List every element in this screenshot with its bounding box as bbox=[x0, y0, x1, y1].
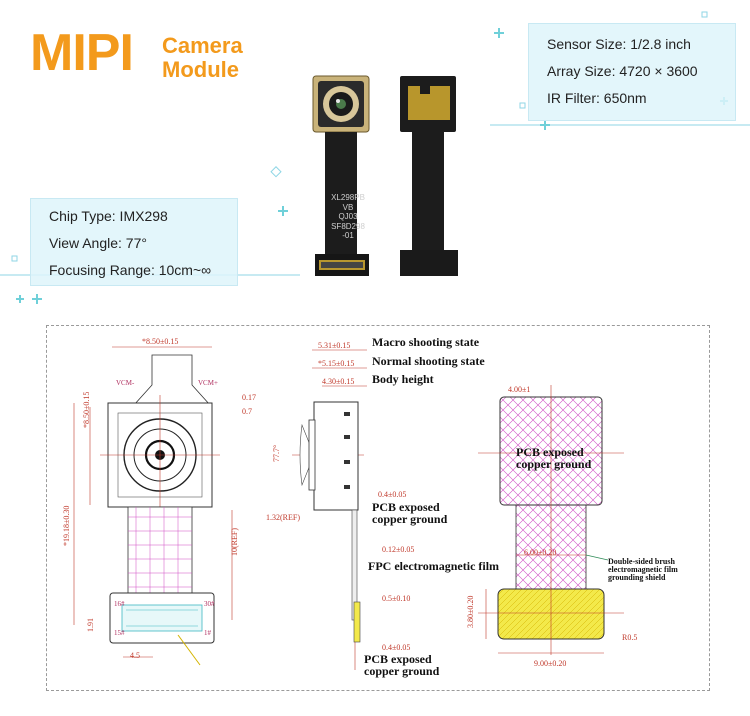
label-shield-2: electromagnetic film bbox=[608, 565, 678, 574]
print-line-5: -01 bbox=[342, 231, 354, 240]
vcm-plus-label: VCM+ bbox=[198, 379, 218, 387]
dim-back-corner: R0.5 bbox=[622, 633, 638, 642]
label-normal-state: Normal shooting state bbox=[372, 354, 485, 368]
spec-view-angle: View Angle: 77° bbox=[49, 235, 147, 251]
dim-side-d7: 0.4±0.05 bbox=[382, 643, 411, 652]
dim-front-r1: 0.17 bbox=[242, 393, 256, 402]
dim-back-left: 3.80±0.20 bbox=[466, 595, 475, 628]
dim-side-ref: 1.32(REF) bbox=[266, 513, 300, 522]
dim-back-top: 4.00±1 bbox=[508, 385, 531, 394]
dim-side-d4: 0.4±0.05 bbox=[378, 490, 407, 499]
pin-16-label: 16# bbox=[114, 600, 125, 608]
title-camera-module: Camera Module bbox=[162, 34, 243, 82]
spec-focusing-range: Focusing Range: 10cm~∞ bbox=[49, 262, 212, 278]
label-pcb-exposed-2: PCB exposed bbox=[364, 652, 432, 666]
spec-ir-filter: IR Filter: 650nm bbox=[547, 90, 647, 106]
back-view-drawing bbox=[478, 385, 624, 655]
label-copper-ground-1: copper ground bbox=[372, 512, 448, 526]
title-mipi: MIPI bbox=[30, 24, 134, 82]
front-view-drawing bbox=[73, 346, 233, 666]
label-copper-ground-2: copper ground bbox=[364, 664, 440, 678]
pin-15-label: 15# bbox=[114, 629, 125, 637]
label-macro-state: Macro shooting state bbox=[372, 335, 480, 349]
camera-module-front-photo bbox=[312, 75, 370, 276]
dim-back-mid: 6.00±0.20 bbox=[524, 548, 557, 557]
dim-front-vert2: *19.18±0.30 bbox=[62, 505, 71, 546]
spec-chip-type: Chip Type: IMX298 bbox=[49, 208, 168, 224]
dim-front-left-small: 1.91 bbox=[86, 618, 95, 632]
dim-front-bottom: 4.5 bbox=[130, 651, 140, 660]
dim-side-d6: 0.5±0.10 bbox=[382, 594, 411, 603]
label-fpc-film: FPC electromagnetic film bbox=[368, 559, 500, 573]
title-line-module: Module bbox=[162, 57, 239, 82]
spec-array-size: Array Size: 4720 × 3600 bbox=[547, 63, 698, 79]
label-pcb-exposed-1: PCB exposed bbox=[372, 500, 440, 514]
vcm-minus-label: VCM- bbox=[116, 379, 135, 387]
print-line-2: VB bbox=[342, 202, 354, 212]
spec-card-chip: Chip Type: IMX298 View Angle: 77° Focusi… bbox=[30, 198, 238, 286]
pin-30-label: 30# bbox=[204, 600, 215, 608]
label-body-height: Body height bbox=[372, 372, 434, 386]
label-shield-3: grounding shield bbox=[608, 573, 666, 582]
spec-sensor-size: Sensor Size: 1/2.8 inch bbox=[547, 36, 691, 52]
pin-1-label: 1# bbox=[204, 629, 211, 637]
module-print-text: XL298PB VB QJ03 SF8D298 -01 bbox=[328, 193, 368, 241]
side-view-drawing bbox=[292, 349, 367, 670]
dim-side-d1: 5.31±0.15 bbox=[318, 341, 351, 350]
dim-side-d5: 0.12±0.05 bbox=[382, 545, 415, 554]
label-back-pcb-exposed: PCB exposed bbox=[516, 445, 584, 459]
technical-drawing-frame bbox=[46, 325, 710, 691]
title-line-camera: Camera bbox=[162, 33, 243, 58]
dim-back-bottom: 9.00±0.20 bbox=[534, 659, 567, 668]
print-line-4: SF8D298 bbox=[331, 221, 365, 231]
dim-front-r2: 0.7 bbox=[242, 407, 252, 416]
label-back-copper-ground: copper ground bbox=[516, 457, 592, 471]
camera-module-back-photo bbox=[400, 76, 458, 276]
dim-front-top: *8.50±0.15 bbox=[142, 337, 179, 346]
print-line-1: XL298PB bbox=[331, 193, 365, 202]
dim-side-d2: *5.15±0.15 bbox=[318, 359, 355, 368]
label-shield-1: Double-sided brush bbox=[608, 557, 675, 566]
dim-front-vert1: *8.50±0.15 bbox=[82, 391, 91, 428]
dim-side-angle: 77.7° bbox=[272, 444, 281, 462]
print-line-3: QJ03 bbox=[338, 212, 358, 221]
dim-front-ref: 10(REF) bbox=[230, 528, 239, 556]
dim-side-d3: 4.30±0.15 bbox=[322, 377, 355, 386]
spec-card-sensor: Sensor Size: 1/2.8 inch Array Size: 4720… bbox=[528, 23, 736, 121]
